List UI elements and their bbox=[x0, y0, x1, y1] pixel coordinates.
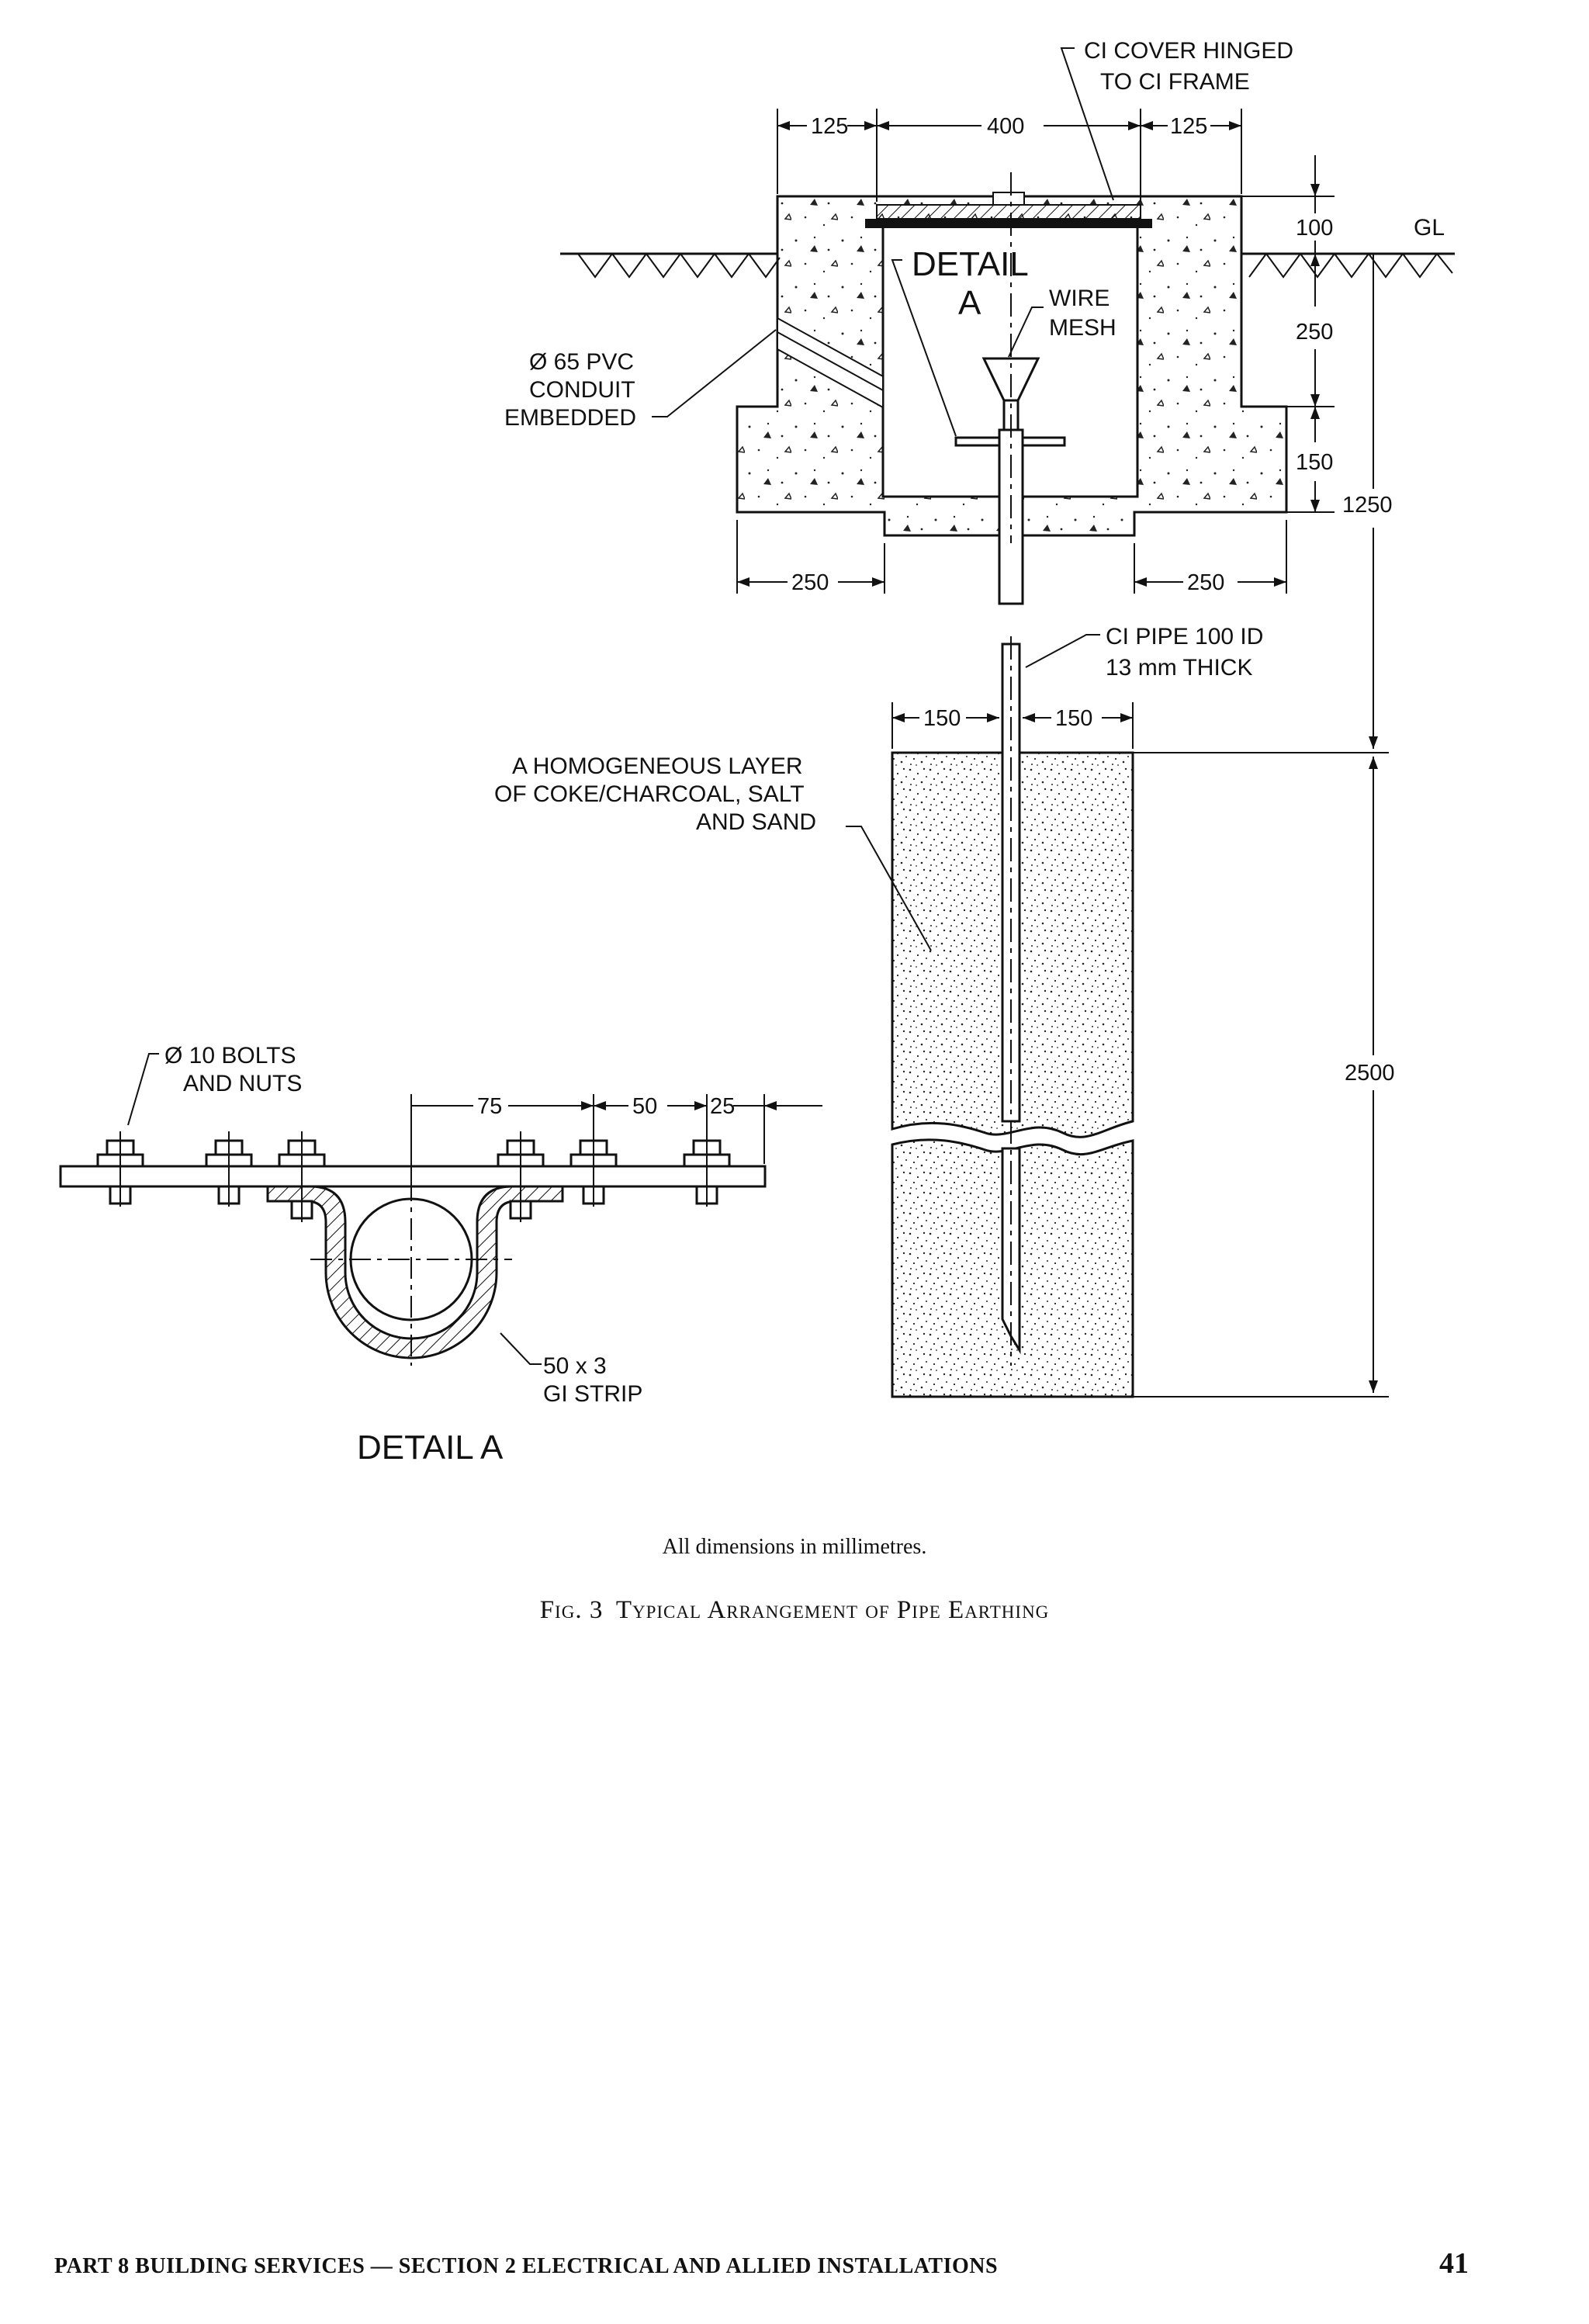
label-ci-cover: CI COVER HINGED TO CI FRAME bbox=[1084, 38, 1293, 95]
svg-text:CONDUIT: CONDUIT bbox=[529, 377, 635, 403]
label-ci-pipe: CI PIPE 100 ID 13 mm THICK bbox=[1106, 624, 1263, 681]
bolt bbox=[96, 1131, 144, 1207]
detail-a-dimension-lines bbox=[410, 1094, 822, 1179]
dim-cover-depth: 100 bbox=[1296, 216, 1333, 241]
dim-chamber-depth: 250 bbox=[1296, 320, 1333, 345]
bolt bbox=[278, 1131, 326, 1222]
svg-text:GI STRIP: GI STRIP bbox=[543, 1381, 642, 1407]
running-head: PART 8 BUILDING SERVICES — SECTION 2 ELE… bbox=[54, 2254, 999, 2278]
svg-text:OF COKE/CHARCOAL, SALT: OF COKE/CHARCOAL, SALT bbox=[494, 781, 805, 807]
ci-cover bbox=[865, 192, 1152, 228]
figure-caption: Fig. 3 Typical Arrangement of Pipe Earth… bbox=[0, 1596, 1589, 1625]
label-bolts: Ø 10 BOLTS AND NUTS bbox=[164, 1043, 302, 1096]
dim-top-mid: 400 bbox=[987, 114, 1024, 139]
label-homogeneous-layer: A HOMOGENEOUS LAYER OF COKE/CHARCOAL, SA… bbox=[494, 753, 816, 835]
dim-base-left: 250 bbox=[791, 570, 829, 595]
svg-text:AND NUTS: AND NUTS bbox=[183, 1071, 302, 1096]
dim-pit-depth: 2500 bbox=[1345, 1061, 1395, 1086]
dim-pit-left: 150 bbox=[923, 706, 961, 731]
svg-text:EMBEDDED: EMBEDDED bbox=[504, 405, 636, 431]
dim-top-left: 125 bbox=[811, 114, 848, 139]
dim-top-right: 125 bbox=[1170, 114, 1207, 139]
svg-text:DETAIL: DETAIL bbox=[912, 245, 1029, 283]
dim-detail-25: 25 bbox=[710, 1094, 735, 1119]
detail-a-title: DETAIL A bbox=[357, 1429, 504, 1467]
dim-detail-50: 50 bbox=[632, 1094, 657, 1119]
bolt bbox=[497, 1131, 545, 1222]
dim-base-right: 250 bbox=[1187, 570, 1224, 595]
svg-text:AND SAND: AND SAND bbox=[696, 809, 816, 835]
page-number: 41 bbox=[1439, 2247, 1469, 2280]
figure-title: Typical Arrangement of Pipe Earthing bbox=[615, 1596, 1050, 1624]
svg-text:CI COVER HINGED: CI COVER HINGED bbox=[1084, 38, 1293, 64]
dimension-lines bbox=[736, 109, 1389, 1398]
svg-text:Ø 65 PVC: Ø 65 PVC bbox=[529, 349, 634, 375]
ci-pipe-lower bbox=[1001, 636, 1021, 1366]
pvc-conduit bbox=[777, 317, 884, 409]
bolt bbox=[569, 1131, 618, 1207]
detail-a-drawing bbox=[59, 1165, 767, 1366]
svg-text:A: A bbox=[958, 284, 981, 322]
svg-text:TO CI FRAME: TO CI FRAME bbox=[1100, 69, 1250, 95]
ci-pipe-upper bbox=[998, 172, 1024, 605]
bolt bbox=[205, 1131, 253, 1207]
dimensions-note: All dimensions in millimetres. bbox=[662, 1535, 927, 1559]
svg-text:CI PIPE 100 ID: CI PIPE 100 ID bbox=[1106, 624, 1263, 649]
svg-text:Ø 10 BOLTS: Ø 10 BOLTS bbox=[164, 1043, 296, 1068]
dim-pit-right: 150 bbox=[1055, 706, 1092, 731]
label-wire-mesh: WIRE MESH bbox=[1049, 286, 1116, 341]
label-conduit: Ø 65 PVC CONDUIT EMBEDDED bbox=[504, 349, 636, 431]
svg-text:A HOMOGENEOUS LAYER: A HOMOGENEOUS LAYER bbox=[512, 753, 803, 779]
svg-text:WIRE: WIRE bbox=[1049, 286, 1110, 311]
svg-text:13 mm THICK: 13 mm THICK bbox=[1106, 655, 1252, 681]
dim-detail-75: 75 bbox=[477, 1094, 502, 1119]
ground-line-left bbox=[560, 252, 781, 279]
label-gl: GL bbox=[1414, 215, 1445, 241]
dim-base-depth: 150 bbox=[1296, 450, 1333, 475]
leader-lines bbox=[127, 47, 1114, 1365]
label-gi-strip: 50 x 3 GI STRIP bbox=[543, 1353, 642, 1407]
label-detail-a-reference: DETAIL A bbox=[912, 245, 1029, 322]
ground-line-right bbox=[1241, 252, 1455, 279]
dim-total-depth: 1250 bbox=[1342, 493, 1393, 518]
svg-text:MESH: MESH bbox=[1049, 315, 1116, 341]
svg-text:50 x 3: 50 x 3 bbox=[543, 1353, 607, 1379]
figure-number: Fig. 3 bbox=[539, 1596, 604, 1624]
